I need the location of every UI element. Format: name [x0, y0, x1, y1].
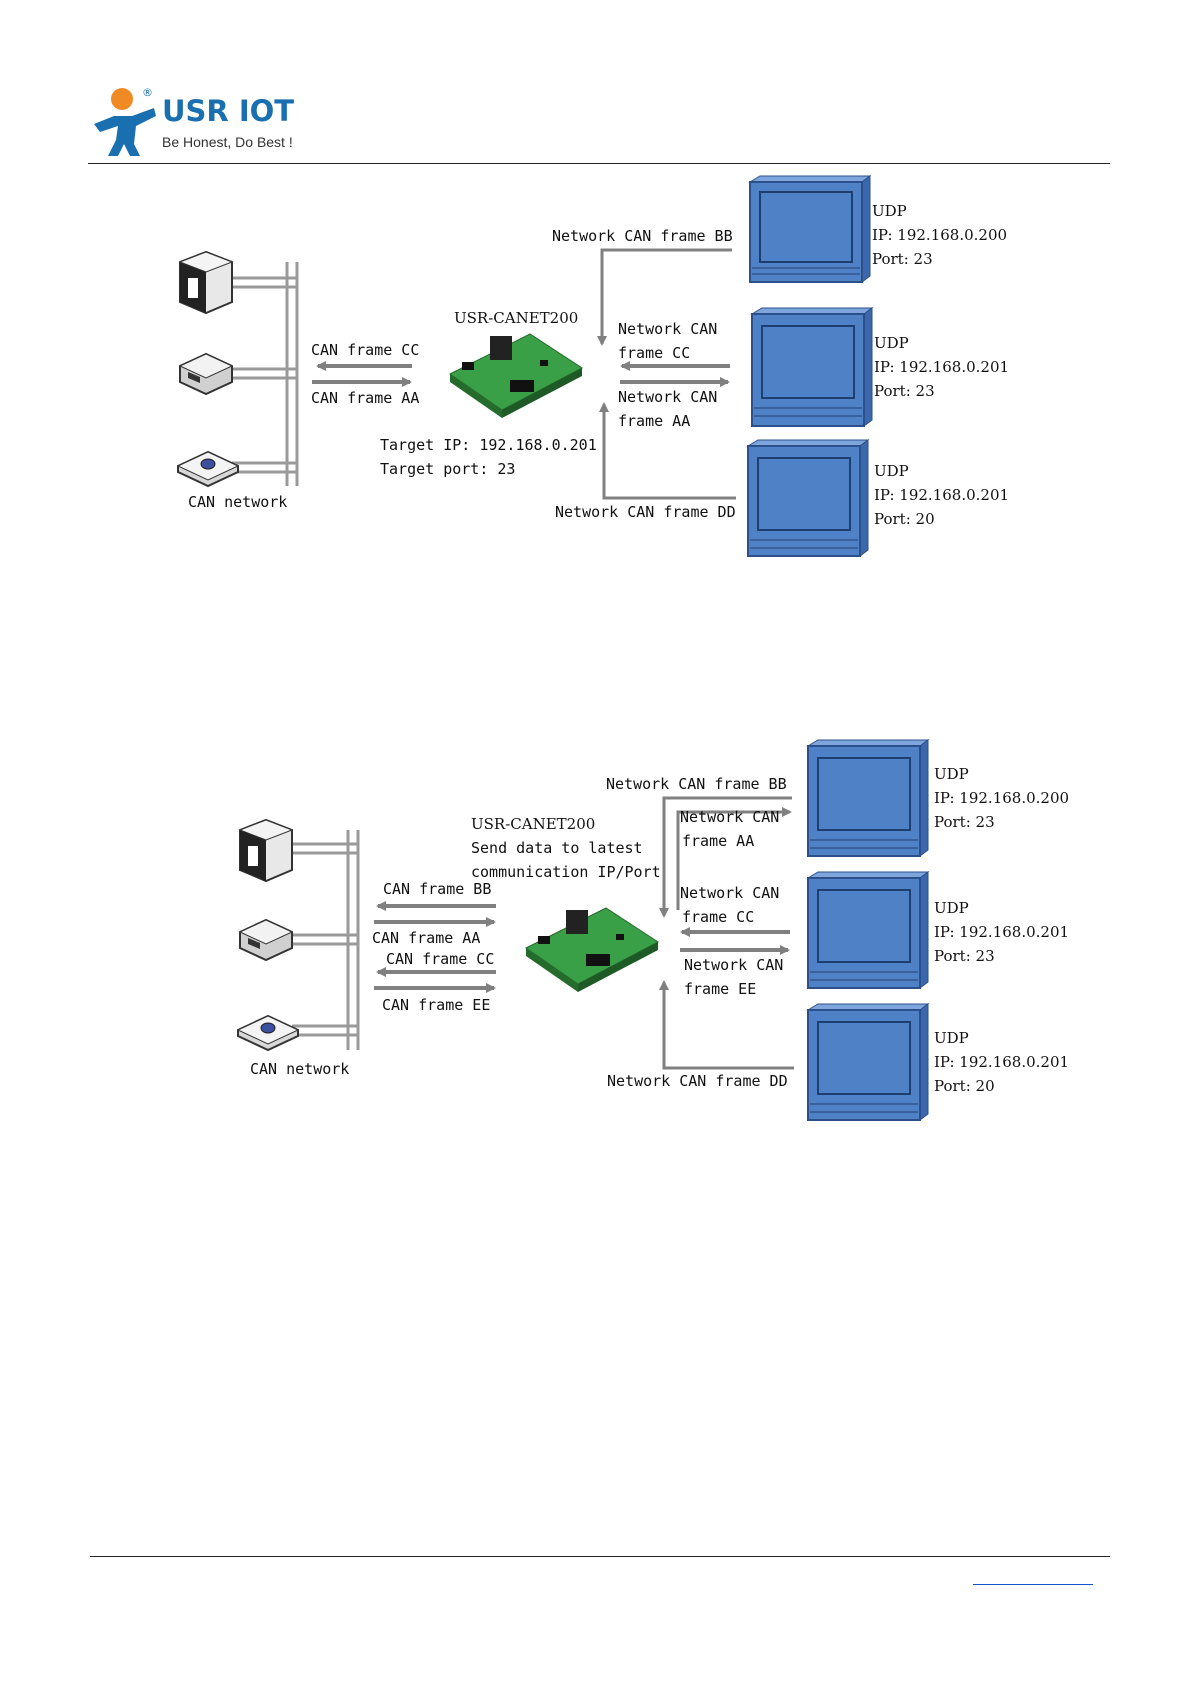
pc-port: Port: 23 — [872, 250, 933, 268]
pc-ip: IP: 192.168.0.200 — [872, 226, 1007, 244]
pc-protocol: UDP — [934, 765, 969, 783]
pc-port: Port: 20 — [874, 510, 935, 528]
pc-protocol: UDP — [874, 334, 909, 352]
label-can-frame-aa: CAN frame AA — [372, 929, 480, 947]
footer-rule — [90, 1556, 1110, 1557]
label-network-frame-bb: Network CAN frame BB — [606, 775, 787, 793]
can-device-router-icon — [236, 1014, 300, 1052]
label-network-cc-1: Network CAN — [680, 884, 779, 902]
label-network-cc-1: Network CAN — [618, 320, 717, 338]
can-network-label: CAN network — [188, 493, 287, 511]
registered-mark: ® — [142, 86, 153, 99]
pc-ip: IP: 192.168.0.201 — [934, 923, 1069, 941]
brand-name: USR IOT — [162, 94, 295, 128]
label-network-ee-2: frame EE — [684, 980, 756, 998]
label-network-frame-dd: Network CAN frame DD — [555, 503, 736, 521]
can-bus-lines — [292, 830, 360, 1050]
diagram-1: CAN network CAN frame CC CAN frame AA US… — [176, 175, 1009, 557]
pc-ip: IP: 192.168.0.200 — [934, 789, 1069, 807]
device-note-line-2: communication IP/Port — [471, 863, 661, 881]
pc-port: Port: 23 — [874, 382, 935, 400]
device-label: USR-CANET200 — [454, 309, 578, 327]
label-can-frame-ee: CAN frame EE — [382, 996, 490, 1014]
pc-protocol: UDP — [934, 1029, 969, 1047]
pc-icon — [806, 871, 930, 989]
label-network-frame-bb: Network CAN frame BB — [552, 227, 733, 245]
logo-figure-icon — [94, 88, 156, 156]
label-can-frame-cc: CAN frame CC — [311, 341, 419, 359]
pc-icon — [750, 307, 874, 427]
pc-icon — [806, 739, 930, 857]
pc-port: Port: 20 — [934, 1077, 995, 1095]
arrow-network-frame-dd — [659, 980, 794, 1070]
device-label: USR-CANET200 — [471, 815, 595, 833]
label-network-frame-dd: Network CAN frame DD — [607, 1072, 788, 1090]
pc-ip: IP: 192.168.0.201 — [874, 486, 1009, 504]
label-can-frame-cc: CAN frame CC — [386, 950, 494, 968]
arrow-network-frame-bb — [659, 796, 792, 918]
brand-slogan: Be Honest, Do Best ! — [162, 134, 293, 150]
footer-link[interactable] — [973, 1570, 1093, 1585]
canet200-board-icon — [525, 907, 659, 992]
target-ip-label: Target IP: 192.168.0.201 — [380, 436, 597, 454]
can-device-box-icon — [238, 918, 294, 962]
label-can-frame-aa: CAN frame AA — [311, 389, 419, 407]
label-can-frame-bb: CAN frame BB — [383, 880, 491, 898]
pc-ip: IP: 192.168.0.201 — [934, 1053, 1069, 1071]
target-port-label: Target port: 23 — [380, 460, 515, 478]
canet200-board-icon — [449, 333, 583, 418]
pc-protocol: UDP — [872, 202, 907, 220]
can-device-box-icon — [178, 352, 234, 396]
pc-port: Port: 23 — [934, 813, 995, 831]
pc-icon — [748, 175, 872, 283]
pc-protocol: UDP — [874, 462, 909, 480]
arrow-network-frame-bb — [597, 248, 732, 346]
label-network-ee-1: Network CAN — [684, 956, 783, 974]
can-bus-lines — [232, 262, 299, 486]
device-note-line-1: Send data to latest — [471, 839, 643, 857]
label-network-aa-1: Network CAN — [618, 388, 717, 406]
can-device-server-icon — [238, 818, 294, 883]
pc-icon — [806, 1003, 930, 1121]
label-network-aa-2: frame AA — [618, 412, 690, 430]
diagram-2: CAN network CAN frame BB CAN frame AA CA… — [236, 739, 1069, 1121]
label-network-cc-2: frame CC — [682, 908, 754, 926]
can-device-router-icon — [176, 450, 240, 488]
can-device-server-icon — [178, 250, 234, 315]
can-network-label: CAN network — [250, 1060, 349, 1078]
header-rule — [88, 163, 1110, 164]
pc-ip: IP: 192.168.0.201 — [874, 358, 1009, 376]
pc-protocol: UDP — [934, 899, 969, 917]
usr-iot-logo: ® USR IOT Be Honest, Do Best ! — [92, 86, 302, 156]
arrow-network-frame-aa — [676, 807, 792, 910]
label-network-aa-2: frame AA — [682, 832, 754, 850]
label-network-cc-2: frame CC — [618, 344, 690, 362]
label-network-aa-1: Network CAN — [680, 808, 779, 826]
pc-port: Port: 23 — [934, 947, 995, 965]
arrow-network-frame-dd — [599, 402, 736, 500]
pc-icon — [746, 439, 870, 557]
